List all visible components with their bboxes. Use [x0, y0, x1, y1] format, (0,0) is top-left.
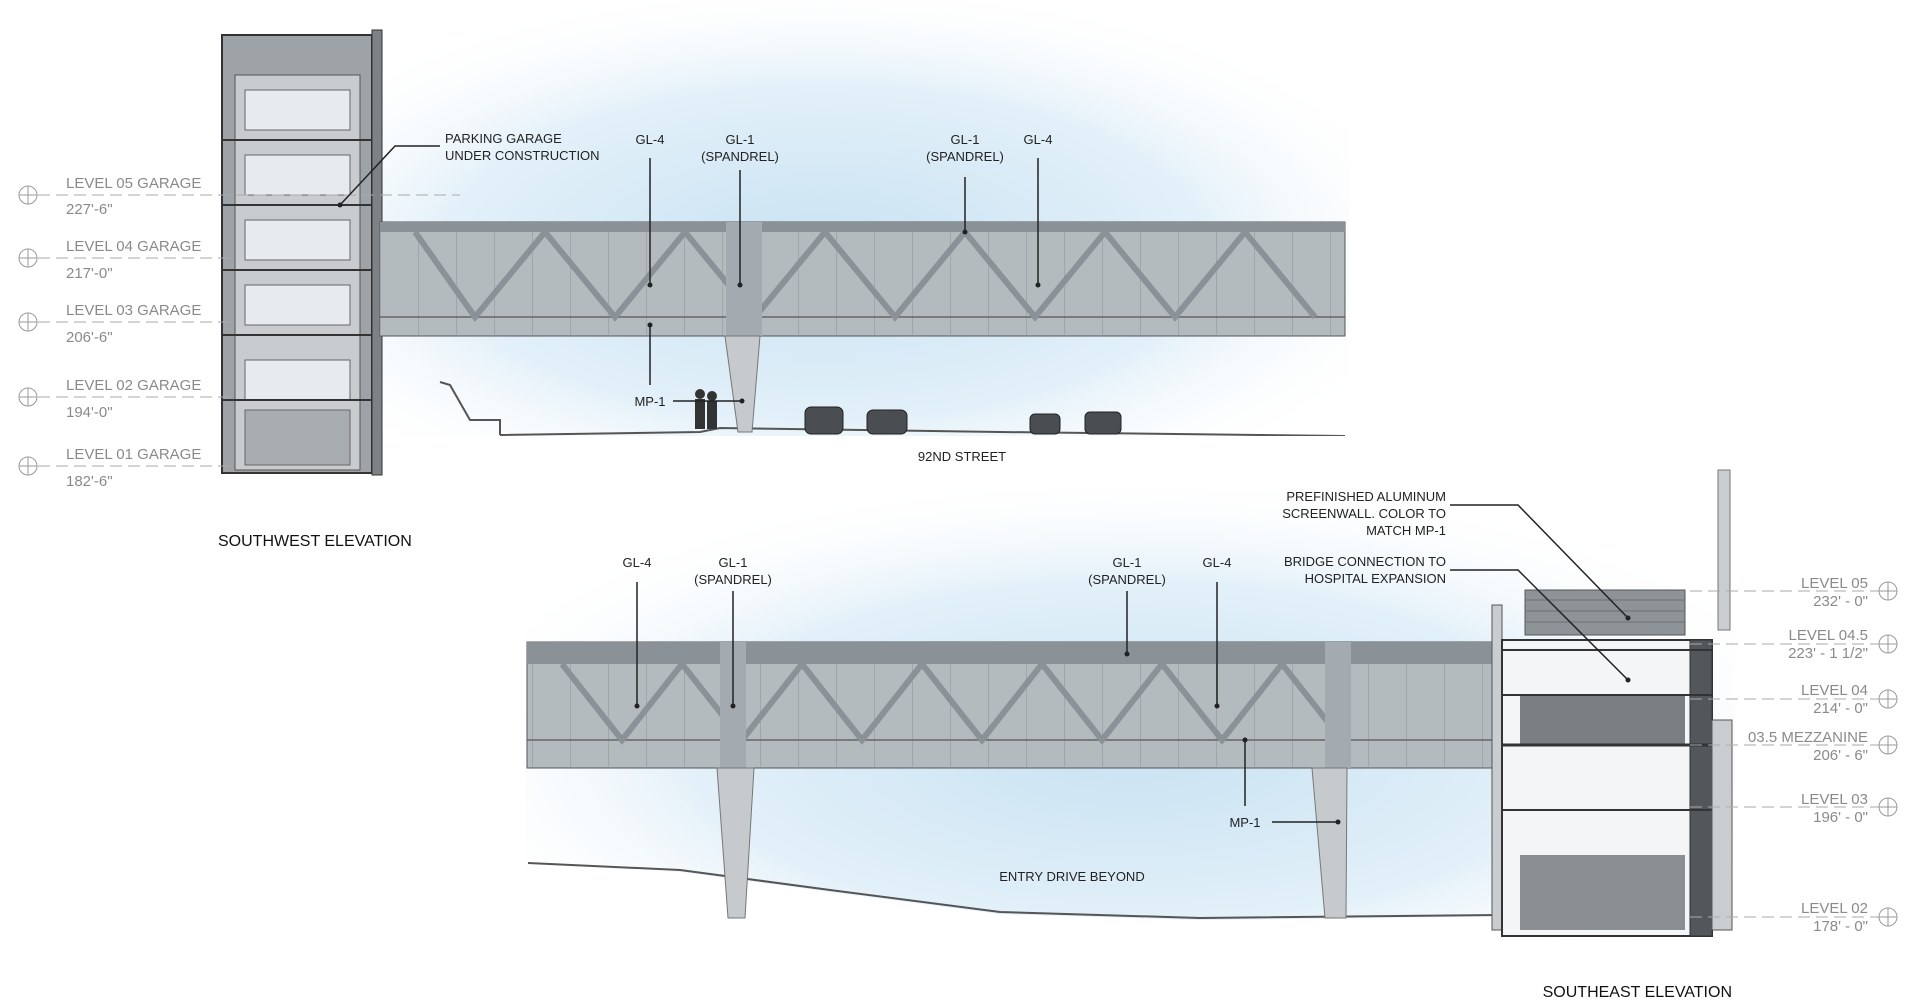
people-silhouettes — [695, 389, 717, 429]
level-markers-southwest: LEVEL 05 GARAGE 227'-6" LEVEL 04 GARAGE … — [18, 175, 460, 490]
callout-gl1-sub: (SPANDREL) — [1088, 572, 1166, 587]
callout-gl1: GL-1 — [719, 555, 748, 570]
ground-fill — [380, 436, 1350, 466]
level-name: LEVEL 04.5 — [1788, 627, 1868, 644]
callout-gl4: GL-4 — [636, 132, 665, 147]
callout-gl1: GL-1 — [726, 132, 755, 147]
callouts-southeast — [634, 504, 1631, 825]
level-elevation: 206' - 6" — [1813, 747, 1868, 764]
callout-screenwall: MATCH MP-1 — [1366, 523, 1446, 538]
level-elevation: 194'-0" — [66, 404, 113, 421]
callout-garage: UNDER CONSTRUCTION — [445, 148, 600, 163]
entry-stair — [439, 381, 501, 435]
level-elevation: 232' - 0" — [1813, 593, 1868, 610]
level-name: LEVEL 04 — [1801, 682, 1868, 699]
level-elevation: 217'-0" — [66, 265, 113, 282]
southwest-elevation: LEVEL 05 GARAGE 227'-6" LEVEL 04 GARAGE … — [18, 0, 1350, 550]
elevation-title: SOUTHEAST ELEVATION — [1543, 984, 1732, 1001]
ground-line — [527, 862, 1501, 920]
level-elevation: 214' - 0" — [1813, 700, 1868, 717]
callout-gl1: GL-1 — [951, 132, 980, 147]
skybridge-southeast — [526, 641, 1498, 919]
level-name: LEVEL 02 — [1801, 900, 1868, 917]
level-name: LEVEL 02 GARAGE — [66, 377, 201, 394]
callout-gl1: GL-1 — [1113, 555, 1142, 570]
callout-gl1-sub: (SPANDREL) — [701, 149, 779, 164]
level-markers-southeast: LEVEL 05 232' - 0" LEVEL 04.5 223' - 1 1… — [1690, 575, 1898, 935]
drive-label: ENTRY DRIVE BEYOND — [999, 869, 1144, 884]
bridge-truss — [412, 227, 1318, 322]
callout-gl1-sub: (SPANDREL) — [694, 572, 772, 587]
callout-gl4: GL-4 — [1203, 555, 1232, 570]
level-elevation: 196' - 0" — [1813, 809, 1868, 826]
cars — [804, 406, 1122, 435]
level-name: 03.5 MEZZANINE — [1748, 729, 1868, 746]
level-name: LEVEL 04 GARAGE — [66, 238, 201, 255]
level-elevation: 227'-6" — [66, 201, 113, 218]
level-elevation: 178' - 0" — [1813, 918, 1868, 935]
bridge-pier — [724, 335, 761, 433]
callout-gl4: GL-4 — [623, 555, 652, 570]
bridge-truss — [559, 659, 1345, 745]
bridge-pier — [1311, 767, 1348, 919]
screenwall — [1524, 589, 1686, 636]
level-elevation: 223' - 1 1/2" — [1788, 645, 1868, 662]
callout-gl1-sub: (SPANDREL) — [926, 149, 1004, 164]
level-name: LEVEL 03 — [1801, 791, 1868, 808]
hospital-expansion — [1491, 469, 1733, 937]
street-label: 92ND STREET — [918, 449, 1006, 464]
southeast-elevation: LEVEL 05 232' - 0" LEVEL 04.5 223' - 1 1… — [525, 469, 1898, 1001]
bridge-pier — [716, 767, 755, 919]
skybridge-southwest — [379, 221, 1346, 433]
callout-screenwall: SCREENWALL. COLOR TO — [1282, 506, 1446, 521]
ground-fill — [528, 865, 1500, 940]
callouts-southwest — [337, 145, 1041, 404]
parking-garage — [221, 29, 383, 476]
callout-mp1: MP-1 — [1229, 815, 1260, 830]
level-elevation: 182'-6" — [66, 473, 113, 490]
callout-garage: PARKING GARAGE — [445, 131, 562, 146]
level-name: LEVEL 05 GARAGE — [66, 175, 201, 192]
level-elevation: 206'-6" — [66, 329, 113, 346]
callout-bridge-connection: BRIDGE CONNECTION TO — [1284, 554, 1446, 569]
callout-screenwall: PREFINISHED ALUMINUM — [1286, 489, 1446, 504]
elevation-title: SOUTHWEST ELEVATION — [218, 533, 412, 550]
level-name: LEVEL 05 — [1801, 575, 1868, 592]
level-name: LEVEL 03 GARAGE — [66, 302, 201, 319]
level-name: LEVEL 01 GARAGE — [66, 446, 201, 463]
callout-gl4: GL-4 — [1024, 132, 1053, 147]
callout-bridge-connection: HOSPITAL EXPANSION — [1305, 571, 1446, 586]
callout-mp1: MP-1 — [634, 394, 665, 409]
